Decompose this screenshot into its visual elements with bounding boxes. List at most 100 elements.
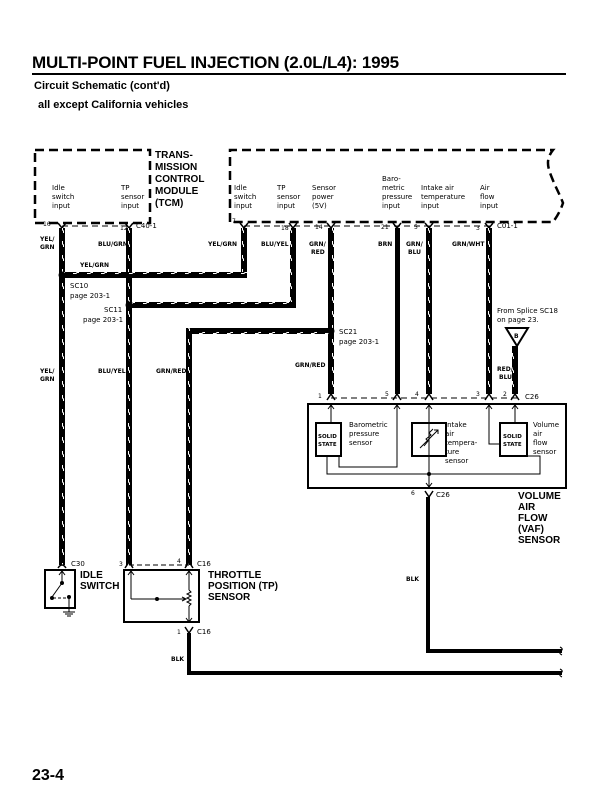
svg-text:Barometric: Barometric xyxy=(349,421,388,429)
ecm-input-sensor-power: Sensor power (5V) xyxy=(312,184,336,210)
wire-label-sc10-branch: YEL/GRN xyxy=(79,262,109,269)
svg-text:input: input xyxy=(52,202,70,210)
svg-text:MISSION: MISSION xyxy=(155,162,197,173)
svg-text:input: input xyxy=(234,202,252,210)
wire-label-iat-1: GRN/ xyxy=(406,241,424,248)
splice-sc11-label: SC11 page 203-1 xyxy=(83,306,123,324)
svg-text:THROTTLE: THROTTLE xyxy=(208,570,262,581)
wire-label-power-vaf: GRN/RED xyxy=(295,362,325,369)
wire-ecm-tp xyxy=(129,228,296,308)
svg-text:(5V): (5V) xyxy=(312,202,327,210)
pin-5-ecm: 5 xyxy=(414,224,418,231)
vaf-sensor-label: VOLUME AIR FLOW (VAF) SENSOR xyxy=(518,491,561,546)
ecm-input-idle: Idle switch input xyxy=(234,184,256,210)
connector-c01-1-label: C01-1 xyxy=(497,222,518,230)
svg-text:switch: switch xyxy=(52,193,74,201)
svg-text:SC11: SC11 xyxy=(104,306,122,314)
wire-tcm-idle xyxy=(59,228,65,565)
tcm-input-tp: TP sensor input xyxy=(120,184,144,210)
solid-state-baro-label: SOLID STATE xyxy=(318,434,337,448)
svg-text:sensor: sensor xyxy=(277,193,300,201)
svg-text:sensor: sensor xyxy=(533,448,556,456)
svg-text:sensor: sensor xyxy=(349,439,372,447)
svg-text:SENSOR: SENSOR xyxy=(208,592,251,603)
wire-tp-ground xyxy=(187,633,562,675)
connector-c16-bottom-mark xyxy=(184,626,194,635)
svg-text:SOLID: SOLID xyxy=(318,434,337,440)
svg-text:Intake air: Intake air xyxy=(421,184,454,192)
connector-c26-bottom-mark xyxy=(424,490,434,499)
svg-text:pressure: pressure xyxy=(349,430,379,438)
wire-ecm-idle xyxy=(62,228,247,278)
svg-text:Air: Air xyxy=(480,184,490,192)
wire-break-mark-2 xyxy=(559,668,563,678)
svg-text:tempera-: tempera- xyxy=(445,439,478,447)
page-number: 23-4 xyxy=(32,767,65,784)
wire-label-tcm-tp: BLU/GRN xyxy=(98,241,128,248)
svg-text:IDLE: IDLE xyxy=(80,570,103,581)
svg-text:flow: flow xyxy=(480,193,495,201)
ecm-input-baro: Baro- metric pressure input xyxy=(382,175,412,210)
wire-label-vaf-supply-2: BLU xyxy=(499,374,512,381)
splice-sc21 xyxy=(327,327,335,335)
wire-label-tcm-idle-1: YEL/ xyxy=(39,236,55,243)
svg-text:air: air xyxy=(533,430,542,438)
pin-16: 16 xyxy=(43,221,51,228)
idle-switch-label: IDLE SWITCH xyxy=(80,570,119,592)
svg-text:TP: TP xyxy=(120,184,130,192)
svg-text:AIR: AIR xyxy=(518,502,536,513)
svg-text:pressure: pressure xyxy=(382,193,412,201)
idle-switch-symbol xyxy=(44,569,76,617)
svg-text:Sensor: Sensor xyxy=(312,184,336,192)
pin-c26-2: 2 xyxy=(503,391,507,398)
splice-sc11 xyxy=(125,301,133,309)
connector-c26-top-label: C26 xyxy=(525,393,539,401)
svg-text:power: power xyxy=(312,193,334,201)
offpage-note: From Splice SC18 on page 23. xyxy=(497,307,558,324)
wire-airflow xyxy=(486,228,492,394)
connector-c26-top-marks xyxy=(326,392,520,401)
pin-c16-3: 3 xyxy=(119,561,123,568)
solid-state-vaf-label: SOLID STATE xyxy=(503,434,522,448)
tcm-label: TRANS- MISSION CONTROL MODULE (TCM) xyxy=(155,150,204,209)
svg-text:page 203-1: page 203-1 xyxy=(83,316,123,324)
tcm-input-idle: Idle switch input xyxy=(52,184,74,210)
tp-sensor-symbol xyxy=(123,569,200,623)
tcm-box xyxy=(33,148,152,225)
vaf-sensor-sub-label: Volume air flow sensor xyxy=(533,421,559,456)
pin-c26-3: 3 xyxy=(476,391,480,398)
svg-text:Volume: Volume xyxy=(533,421,559,429)
wire-label-power-lower: GRN/RED xyxy=(156,368,186,375)
connector-c16-top-marks xyxy=(124,560,194,569)
svg-text:input: input xyxy=(480,202,498,210)
title-rule xyxy=(32,73,566,75)
svg-text:CONTROL: CONTROL xyxy=(155,174,204,185)
wire-tcm-tp xyxy=(126,228,132,565)
pin-3-ecm: 3 xyxy=(476,225,480,232)
svg-text:FLOW: FLOW xyxy=(518,513,548,524)
svg-text:SC21: SC21 xyxy=(339,328,357,336)
wire-label-power-1: GRN/ xyxy=(309,241,327,248)
wire-label-idle-lower-2: GRN xyxy=(40,376,55,383)
svg-text:(VAF): (VAF) xyxy=(518,524,544,535)
svg-text:sensor: sensor xyxy=(121,193,144,201)
vaf-sensor-body xyxy=(307,403,567,489)
svg-text:TP: TP xyxy=(276,184,286,192)
splice-sc10 xyxy=(58,271,66,279)
ecm-input-tp: TP sensor input xyxy=(276,184,300,210)
page-title: MULTI-POINT FUEL INJECTION (2.0L/L4): 19… xyxy=(32,53,399,72)
svg-text:Idle: Idle xyxy=(234,184,247,192)
subtitle: Circuit Schematic (cont'd) xyxy=(34,80,170,92)
pin-c16-1: 1 xyxy=(177,629,181,636)
svg-text:Intake: Intake xyxy=(445,421,467,429)
svg-text:Baro-: Baro- xyxy=(382,175,401,183)
svg-text:input: input xyxy=(421,202,439,210)
wire-label-baro: BRN xyxy=(378,241,392,248)
svg-text:B: B xyxy=(514,333,519,340)
wire-label-tp-lower: BLU/YEL xyxy=(98,368,126,375)
wire-label-ecm-tp: BLU/YEL xyxy=(261,241,289,248)
svg-text:on page 23.: on page 23. xyxy=(497,316,539,324)
svg-text:input: input xyxy=(277,202,295,210)
pin-12: 12 xyxy=(120,225,128,232)
